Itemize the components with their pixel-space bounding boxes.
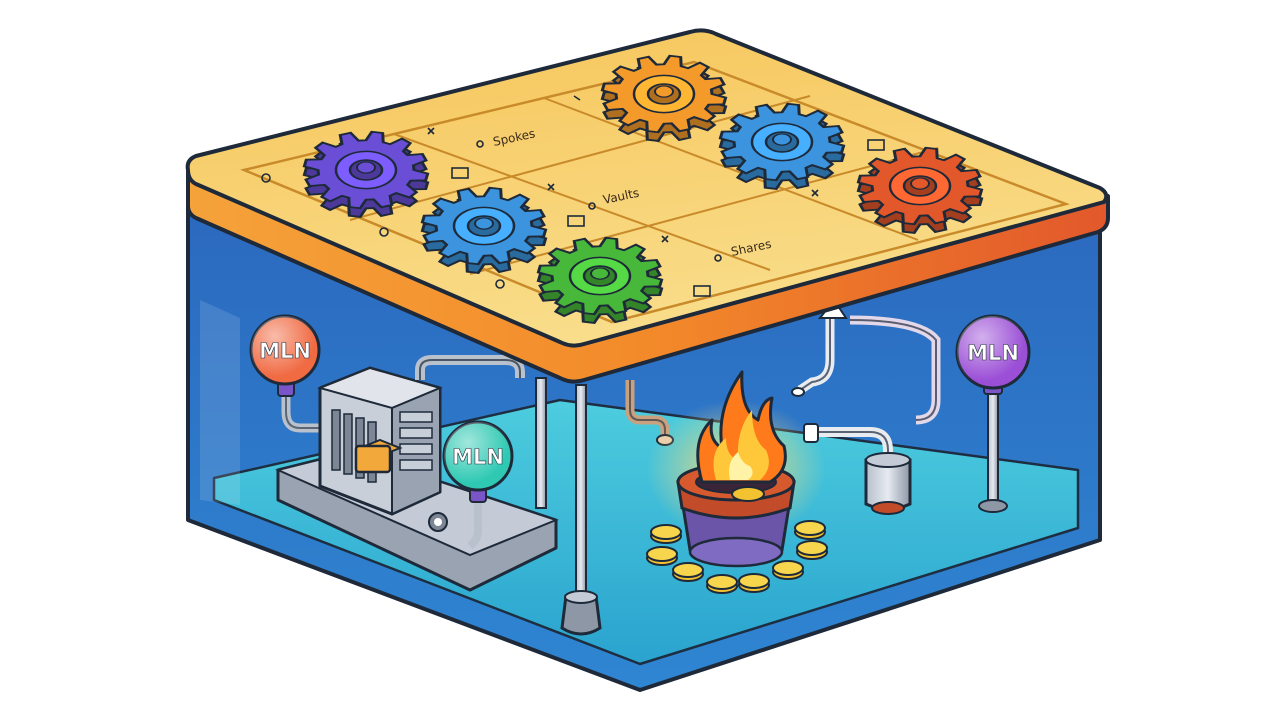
balloon-left: MLN [249,314,345,433]
coin [796,540,828,560]
lid-top [185,28,1109,348]
coin [738,573,770,593]
engine-orange-block [354,444,392,474]
balloon-left-label: MLN [259,339,311,363]
coin [650,524,682,544]
coin [706,574,738,594]
balloon-middle-label: MLN [452,445,504,469]
support-pipes [535,377,674,636]
gear-blue-top-icon [718,102,846,190]
balloon-right-label: MLN [967,341,1019,365]
board-grid [349,95,939,275]
right-plumbing [791,298,941,515]
coin [772,560,804,580]
burner [646,370,826,568]
gear-red-icon [856,146,984,234]
coin-ring [646,520,828,594]
balloon-right: MLN [955,314,1031,513]
coin [794,520,826,540]
floor-valve [560,594,602,636]
gear-orange-icon [600,54,728,142]
balloon-middle: MLN [442,420,514,550]
lid: Spokes Vaults Shares [185,28,1110,384]
coin [672,562,704,582]
engine-machine [274,355,559,592]
coin [646,546,678,566]
gear-green-icon [536,236,664,324]
gear-blue-middle-icon [420,186,548,274]
board-marks [261,95,885,297]
gear-purple-icon [302,130,430,218]
tank-glass-sheen [200,300,240,505]
